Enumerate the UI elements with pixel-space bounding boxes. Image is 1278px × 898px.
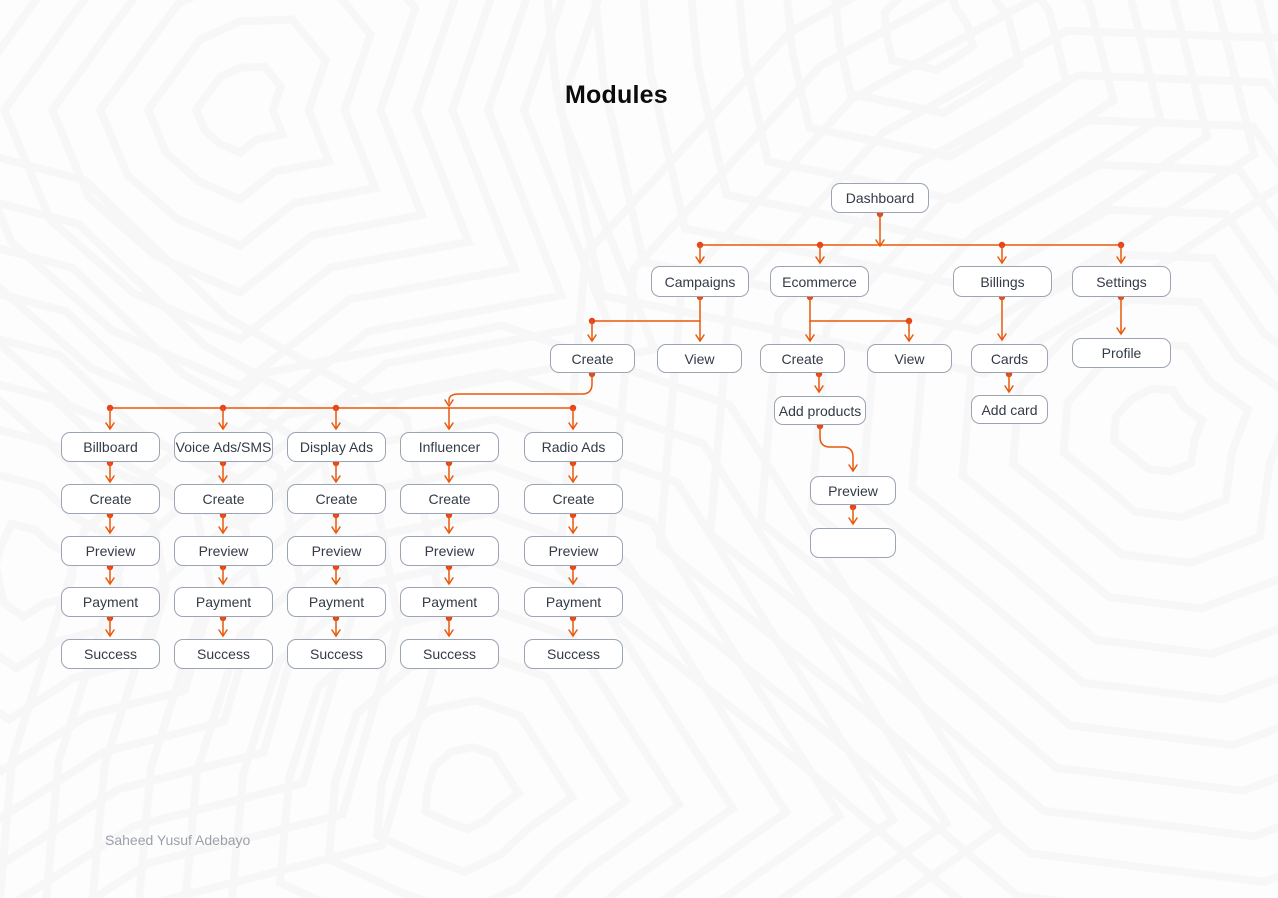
node-influencer-step[interactable]: Preview	[400, 536, 499, 566]
node-influencer[interactable]: Influencer	[400, 432, 499, 462]
node-voice-ads-sms-step[interactable]: Preview	[174, 536, 273, 566]
node-settings[interactable]: Settings	[1072, 266, 1171, 297]
node-ecommerce-view[interactable]: View	[867, 344, 952, 373]
node-billboard-step[interactable]: Preview	[61, 536, 160, 566]
node-influencer-step[interactable]: Create	[400, 484, 499, 514]
node-influencer-step[interactable]: Payment	[400, 587, 499, 617]
node-radio-ads-step[interactable]: Payment	[524, 587, 623, 617]
node-empty[interactable]	[810, 528, 896, 558]
node-voice-ads-sms-step[interactable]: Payment	[174, 587, 273, 617]
node-billboard-step[interactable]: Success	[61, 639, 160, 669]
node-billings[interactable]: Billings	[953, 266, 1052, 297]
node-add-card[interactable]: Add card	[971, 395, 1048, 424]
node-campaigns-view[interactable]: View	[657, 344, 742, 373]
node-influencer-step[interactable]: Success	[400, 639, 499, 669]
node-radio-ads-step[interactable]: Success	[524, 639, 623, 669]
node-display-ads-step[interactable]: Payment	[287, 587, 386, 617]
node-campaigns[interactable]: Campaigns	[651, 266, 749, 297]
node-radio-ads-step[interactable]: Create	[524, 484, 623, 514]
node-dashboard[interactable]: Dashboard	[831, 183, 929, 213]
node-voice-ads-sms[interactable]: Voice Ads/SMS	[174, 432, 273, 462]
node-add-products[interactable]: Add products	[774, 396, 866, 425]
node-voice-ads-sms-step[interactable]: Create	[174, 484, 273, 514]
node-campaigns-create[interactable]: Create	[550, 344, 635, 373]
node-ecommerce-create[interactable]: Create	[760, 344, 845, 373]
credit-text: Saheed Yusuf Adebayo	[105, 832, 251, 848]
node-billboard[interactable]: Billboard	[61, 432, 160, 462]
node-ecommerce-preview[interactable]: Preview	[810, 476, 896, 505]
node-voice-ads-sms-step[interactable]: Success	[174, 639, 273, 669]
node-billboard-step[interactable]: Payment	[61, 587, 160, 617]
node-billboard-step[interactable]: Create	[61, 484, 160, 514]
node-ecommerce[interactable]: Ecommerce	[770, 266, 869, 297]
node-radio-ads[interactable]: Radio Ads	[524, 432, 623, 462]
node-profile[interactable]: Profile	[1072, 338, 1171, 368]
node-cards[interactable]: Cards	[971, 344, 1048, 373]
node-display-ads-step[interactable]: Preview	[287, 536, 386, 566]
node-radio-ads-step[interactable]: Preview	[524, 536, 623, 566]
page-title: Modules	[565, 81, 668, 109]
node-display-ads-step[interactable]: Create	[287, 484, 386, 514]
node-display-ads[interactable]: Display Ads	[287, 432, 386, 462]
node-display-ads-step[interactable]: Success	[287, 639, 386, 669]
